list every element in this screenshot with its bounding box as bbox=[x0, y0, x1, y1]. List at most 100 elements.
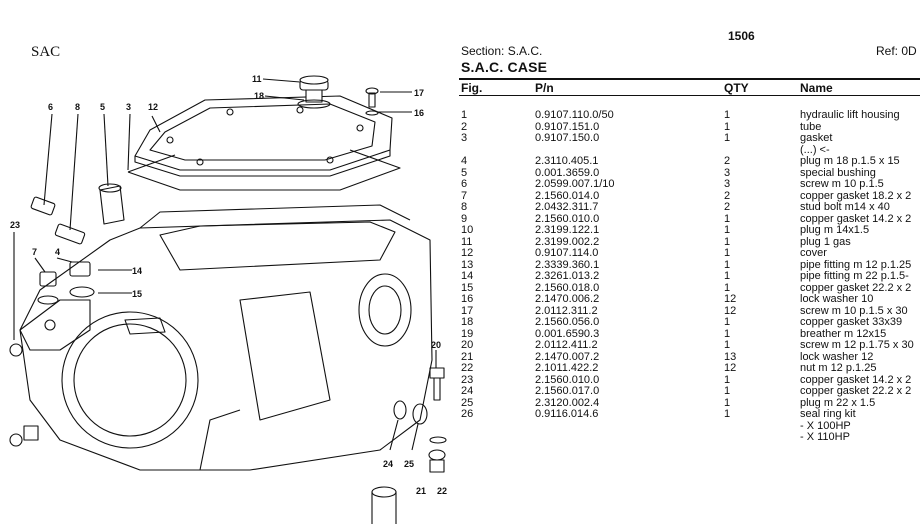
part-fig: 6 bbox=[461, 178, 468, 190]
part-qty: 1 bbox=[724, 224, 731, 236]
part-fig: 9 bbox=[461, 212, 468, 225]
part-qty: 2 bbox=[724, 201, 731, 213]
part-qty: 1 bbox=[724, 247, 731, 259]
part-number: 0.9107.150.0 bbox=[535, 132, 600, 144]
part-qty: 12 bbox=[724, 293, 737, 305]
part-qty: 12 bbox=[724, 304, 737, 317]
part-number: 2.1560.018.0 bbox=[535, 281, 600, 294]
part-fig: 23 bbox=[461, 373, 474, 386]
part-name: plug m 14x1.5 bbox=[800, 224, 870, 236]
svg-text:24: 24 bbox=[383, 459, 393, 469]
part-number: 0.9107.151.0 bbox=[535, 120, 600, 133]
svg-text:11: 11 bbox=[252, 74, 262, 84]
part-number: 2.3110.405.1 bbox=[535, 155, 599, 167]
part-qty: 1 bbox=[724, 120, 731, 133]
part-fig: 1 bbox=[461, 109, 468, 121]
part-number: 2.0112.411.2 bbox=[535, 339, 598, 351]
part-qty: 2 bbox=[724, 189, 731, 202]
part-qty: 1 bbox=[724, 258, 731, 271]
part-qty: 1 bbox=[724, 373, 731, 386]
part-qty: 1 bbox=[724, 270, 731, 282]
part-name: tube bbox=[800, 120, 822, 133]
part-fig: 14 bbox=[461, 270, 474, 282]
svg-text:18: 18 bbox=[254, 91, 264, 101]
part-number: 2.1470.007.2 bbox=[535, 350, 600, 363]
part-qty: 1 bbox=[724, 316, 731, 328]
exploded-view-drawing: 11 18 17 16 6 8 5 3 12 23 7 4 14 15 20 2… bbox=[9, 74, 447, 524]
part-fig: 8 bbox=[461, 201, 468, 213]
part-name: copper gasket 14.2 x 2 bbox=[800, 212, 912, 225]
part-qty: 12 bbox=[724, 362, 737, 374]
part-number: 2.1560.010.0 bbox=[535, 373, 600, 386]
part-number: 2.3199.002.2 bbox=[535, 235, 600, 248]
svg-text:17: 17 bbox=[414, 88, 424, 98]
part-fig: 17 bbox=[461, 304, 474, 317]
col-header-fig: Fig. bbox=[461, 81, 483, 95]
part-name: (...) <- bbox=[800, 143, 830, 156]
header-rule-bottom bbox=[459, 95, 920, 96]
part-number: 2.1560.056.0 bbox=[535, 316, 600, 328]
part-number: 2.0432.311.7 bbox=[535, 201, 599, 213]
part-qty: 2 bbox=[724, 155, 731, 167]
svg-text:23: 23 bbox=[10, 220, 20, 230]
part-name: nut m 12 p.1.25 bbox=[800, 362, 877, 374]
part-fig: 13 bbox=[461, 258, 474, 271]
part-number: 2.3199.122.1 bbox=[535, 224, 600, 236]
part-name: copper gasket 18.2 x 2 bbox=[800, 189, 912, 202]
part-fig: 5 bbox=[461, 166, 468, 179]
part-qty: 1 bbox=[724, 281, 731, 294]
svg-text:6: 6 bbox=[48, 102, 53, 112]
part-name: plug m 22 x 1.5 bbox=[800, 396, 876, 409]
part-number: 0.9107.110.0/50 bbox=[535, 109, 614, 121]
part-fig: 21 bbox=[461, 350, 474, 363]
table-row: - X 110HP bbox=[461, 431, 920, 444]
part-number: 2.1560.017.0 bbox=[535, 385, 600, 397]
part-number: 0.001.6590.3 bbox=[535, 327, 600, 340]
part-name: pipe fitting m 12 p.1.25 bbox=[800, 258, 912, 271]
part-number: 2.1560.014.0 bbox=[535, 189, 600, 202]
svg-text:8: 8 bbox=[75, 102, 80, 112]
part-name: copper gasket 22.2 x 2 bbox=[800, 385, 912, 397]
part-qty: 1 bbox=[724, 396, 731, 409]
part-qty: 1 bbox=[724, 132, 731, 144]
table-row: 9 2.1560.010.0 1 copper gasket 14.2 x 2 bbox=[461, 212, 920, 226]
part-qty: 1 bbox=[724, 212, 731, 225]
part-name: breather m 12x15 bbox=[800, 327, 887, 340]
svg-text:4: 4 bbox=[55, 247, 60, 257]
svg-text:16: 16 bbox=[414, 108, 424, 118]
part-fig: 12 bbox=[461, 247, 474, 259]
page-title: S.A.C. CASE bbox=[461, 59, 548, 75]
part-qty: 1 bbox=[724, 385, 731, 397]
part-number: 2.1560.010.0 bbox=[535, 212, 600, 225]
part-number: 0.9107.114.0 bbox=[535, 247, 599, 259]
part-fig: 20 bbox=[461, 339, 474, 351]
part-number: 2.3339.360.1 bbox=[535, 258, 600, 271]
col-header-pn: P/n bbox=[535, 81, 554, 95]
part-fig: 16 bbox=[461, 293, 474, 305]
svg-text:22: 22 bbox=[437, 486, 447, 496]
part-qty: 13 bbox=[724, 350, 737, 363]
part-qty: 1 bbox=[724, 339, 731, 351]
svg-text:20: 20 bbox=[431, 340, 441, 350]
part-fig: 11 bbox=[461, 235, 473, 248]
svg-text:15: 15 bbox=[132, 289, 142, 299]
part-name: - X 100HP bbox=[800, 419, 851, 432]
part-number: 2.3120.002.4 bbox=[535, 396, 600, 409]
part-fig: 26 bbox=[461, 408, 474, 420]
